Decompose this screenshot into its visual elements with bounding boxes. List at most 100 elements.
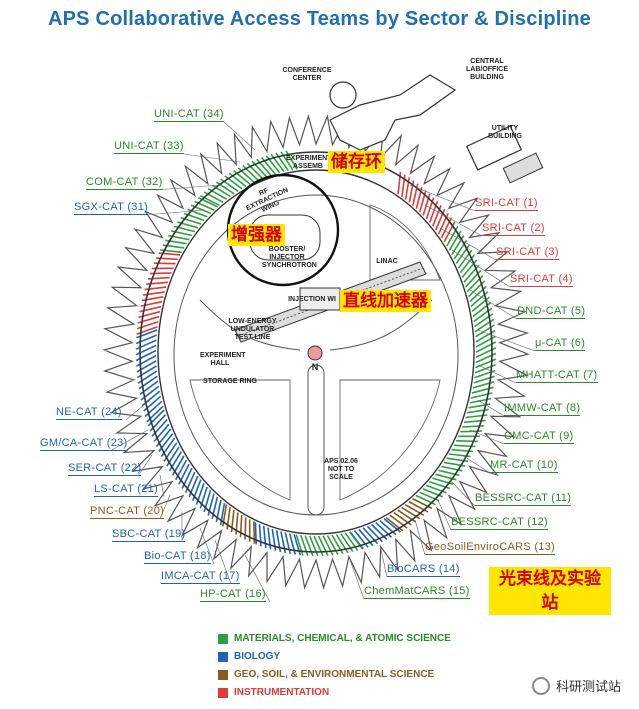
watermark-text: 科研测试站 — [555, 680, 621, 695]
right-sector-label: μ-CAT (6) — [535, 337, 586, 351]
legend-swatch — [218, 669, 228, 680]
leader-line — [199, 527, 215, 565]
legend-swatch — [218, 687, 228, 698]
sector-band-stroke — [253, 521, 256, 544]
legend-text: GEO, SOIL, & ENVIRONMENTAL SCIENCE — [234, 669, 435, 680]
storage-ring-cn-label: 储存环 — [328, 151, 385, 173]
beamline-stations-cn-label: 光束线及实验站 — [489, 567, 611, 615]
sector-band-stroke — [149, 272, 172, 275]
central-lab-building — [329, 74, 457, 151]
leader-line — [137, 454, 153, 477]
watermark: 科研测试站 — [531, 676, 621, 695]
leader-line — [379, 544, 388, 578]
scale-note-label: APS 02.06 NOT TO SCALE — [324, 458, 358, 481]
legend-item: MATERIALS, CHEMICAL, & ATOMIC SCIENCE — [218, 633, 451, 644]
low-energy-label: LOW-ENERGY UNDULATOR TEST LINE — [228, 318, 277, 341]
leader-line — [437, 499, 452, 531]
north-label: N — [311, 362, 319, 372]
right-sector-label: DND-CAT (5) — [517, 305, 586, 319]
leader-line — [449, 479, 476, 507]
right-sector-label: ChemMatCARS (15) — [364, 585, 470, 599]
legend-text: MATERIALS, CHEMICAL, & ATOMIC SCIENCE — [234, 633, 451, 644]
left-sector-label: PNC-CAT (20) — [90, 505, 165, 519]
utility-label: UTILITY BUILDING — [488, 125, 522, 140]
right-sector-label: IMMW-CAT (8) — [504, 402, 581, 416]
right-sector-label: MR-CAT (10) — [490, 459, 558, 473]
page-title: APS Collaborative Access Teams by Sector… — [47, 8, 592, 30]
right-sector-label: SRI-CAT (1) — [475, 197, 538, 211]
road-south — [307, 364, 325, 516]
leader-line — [159, 494, 171, 520]
sector-band-stroke — [254, 522, 257, 545]
leader-line — [125, 399, 151, 421]
leader-line — [409, 184, 476, 212]
leader-line — [477, 364, 517, 384]
experiment-hall-label: EXPERIMENT HALL — [200, 352, 246, 367]
left-sector-label: COM-CAT (32) — [86, 176, 163, 190]
right-sector-label: BESSRC-CAT (11) — [475, 492, 572, 506]
leader-line — [439, 227, 497, 261]
legend-item: BIOLOGY — [218, 651, 280, 662]
left-sector-label: IMCA-CAT (17) — [161, 570, 240, 584]
right-sector-label: SRI-CAT (4) — [510, 273, 573, 287]
leader-line — [469, 429, 505, 445]
leader-line — [223, 121, 256, 151]
conference-label: CONFERENCE CENTER — [282, 67, 332, 82]
legend-swatch — [218, 633, 228, 644]
booster-cn-label: 增强器 — [228, 224, 285, 246]
leader-line — [349, 559, 365, 600]
left-sector-label: LS-CAT (21) — [94, 483, 159, 497]
leader-line — [424, 204, 483, 237]
booster-label: BOOSTER/ INJECTOR SYNCHROTRON — [262, 246, 317, 269]
left-sector-label: GM/CA-CAT (23) — [40, 437, 128, 451]
left-sector-label: SER-CAT (22) — [68, 462, 142, 476]
left-sector-label: UNI-CAT (34) — [154, 108, 224, 122]
lot-ne — [369, 204, 441, 281]
right-sector-label: CMC-CAT (9) — [504, 430, 574, 444]
storage-ring-outer — [139, 151, 493, 553]
leader-line — [214, 539, 232, 585]
leader-line — [469, 289, 518, 320]
right-sector-label: GeoSoilEnviroCARS (13) — [425, 541, 556, 555]
sector-band-stroke — [153, 262, 176, 265]
leader-line — [414, 519, 426, 556]
storage-ring-label: STORAGE RING — [203, 378, 257, 385]
legend-item: GEO, SOIL, & ENVIRONMENTAL SCIENCE — [218, 669, 434, 680]
experiment-assembly-label: EXPERIMENT ASSEMB — [286, 155, 332, 170]
left-sector-label: UNI-CAT (33) — [114, 140, 184, 154]
lot-left — [189, 379, 291, 501]
utility-building — [465, 125, 523, 171]
right-sector-label: SRI-CAT (3) — [496, 246, 559, 260]
legend-swatch — [218, 651, 228, 662]
left-sector-label: HP-CAT (16) — [200, 588, 266, 602]
leader-line — [143, 209, 206, 216]
right-sector-label: BioCARS (14) — [387, 563, 460, 577]
linac-cn-label: 直线加速器 — [340, 290, 431, 312]
leader-line — [155, 184, 221, 191]
wechat-icon — [531, 676, 550, 695]
lot-right — [339, 379, 441, 501]
legend-text: INSTRUMENTATION — [234, 687, 330, 698]
right-sector-label: MHATT-CAT (7) — [516, 369, 598, 383]
right-sector-label: SRI-CAT (2) — [482, 222, 545, 236]
leader-line — [477, 329, 536, 352]
label-leader-lines — [109, 121, 536, 603]
injection-label: INJECTION WI — [288, 296, 336, 303]
left-sector-label: SBC-CAT (19) — [112, 528, 186, 542]
leader-line — [159, 474, 165, 498]
utility-annex — [502, 152, 544, 184]
left-sector-label: SGX-CAT (31) — [74, 201, 149, 215]
leader-line — [244, 554, 271, 603]
sector-band-stroke — [460, 430, 482, 433]
right-sector-label: BESSRC-CAT (12) — [451, 516, 549, 530]
legend-item: INSTRUMENTATION — [218, 687, 329, 698]
linac-label: LINAC — [376, 258, 398, 265]
left-sector-label: Bio-CAT (18) — [144, 550, 211, 564]
legend-text: BIOLOGY — [234, 651, 281, 662]
central-lab-label: CENTRAL LAB/OFFICE BUILDING — [466, 58, 508, 81]
leader-line — [183, 153, 241, 163]
north-marker — [307, 345, 323, 361]
leader-line — [477, 399, 505, 417]
left-sector-label: NE-CAT (24) — [56, 406, 122, 420]
